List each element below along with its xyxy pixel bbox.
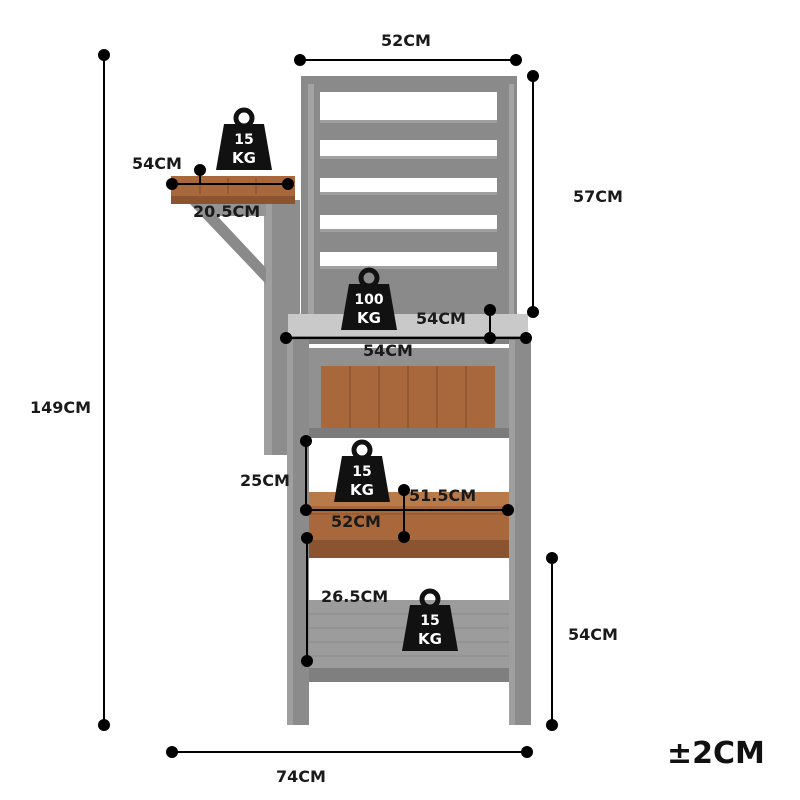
load-unit-top: KG	[357, 309, 381, 327]
label-back-width: 52CM	[381, 31, 431, 50]
side-shelf-bracket	[190, 204, 266, 284]
label-side-shelf-depth: 20.5CM	[193, 202, 261, 221]
label-middle-shelf-width: 52CM	[331, 512, 381, 531]
dimension-lines	[98, 49, 558, 758]
weight-icon-middle-shelf: 15 KG	[334, 439, 390, 502]
label-side-shelf-length: 54CM	[132, 154, 182, 173]
label-back-height: 57CM	[573, 187, 623, 206]
weight-icon-side-shelf: 15 KG	[216, 107, 272, 170]
label-middle-shelf-depth: 51.5CM	[409, 486, 477, 505]
tolerance-note: ±2CM	[667, 736, 765, 771]
load-value-top: 100	[354, 292, 383, 308]
load-value-bottom: 15	[420, 613, 439, 629]
load-unit-middle: KG	[350, 481, 374, 499]
furniture-illustration	[171, 76, 531, 725]
load-value-side: 15	[234, 132, 253, 148]
label-middle-gap: 25CM	[240, 471, 290, 490]
label-total-height: 149CM	[30, 398, 92, 417]
label-base-width: 74CM	[276, 767, 326, 786]
weight-icon-top: 100 KG	[341, 267, 397, 330]
load-value-middle: 15	[352, 464, 371, 480]
label-top-depth: 54CM	[416, 309, 466, 328]
load-unit-side: KG	[232, 149, 256, 167]
label-bottom-height: 54CM	[568, 625, 618, 644]
label-top-width: 54CM	[363, 341, 413, 360]
load-unit-bottom: KG	[418, 630, 442, 648]
label-lower-gap: 26.5CM	[321, 587, 389, 606]
weight-icon-bottom-shelf: 15 KG	[402, 588, 458, 651]
